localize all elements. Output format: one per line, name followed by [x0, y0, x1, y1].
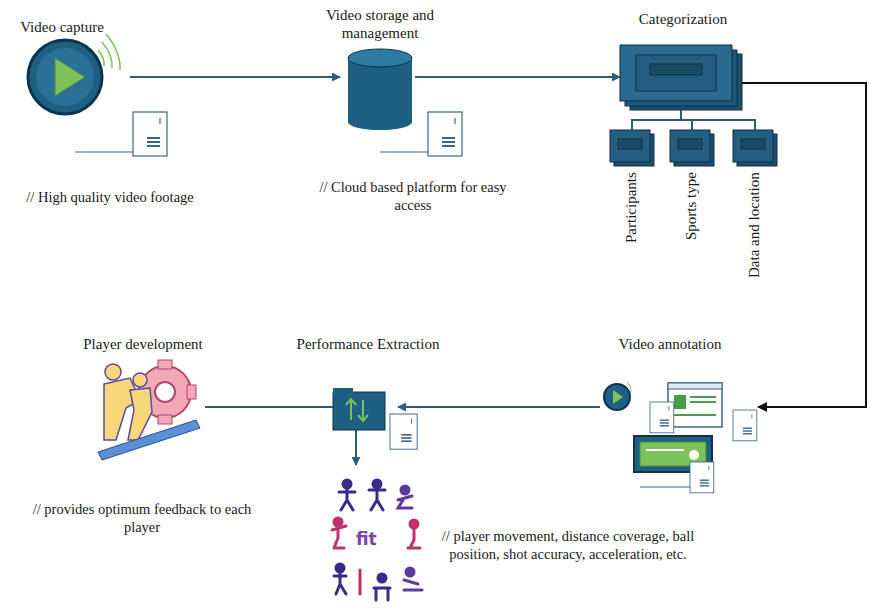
- flow-arrow: [415, 76, 620, 78]
- stage-note: // provides optimum feedback to each pla…: [22, 500, 262, 536]
- stage-title: Performance Extraction: [268, 335, 468, 353]
- flow-arrow: [398, 406, 600, 408]
- flow-arrow: [205, 406, 333, 408]
- development-stage: Player development// provides optimum fe…: [95, 358, 205, 462]
- stage-note: // High quality video footage: [25, 188, 195, 206]
- storage-stage: Video storage and management// Cloud bas…: [340, 48, 415, 130]
- category-box: Data and location: [733, 130, 777, 166]
- category-label: Participants: [622, 172, 640, 243]
- flow-arrow: [681, 110, 755, 130]
- flow-arrow: [355, 430, 357, 465]
- fitness-icons: [332, 480, 422, 600]
- stage-title: Video capture: [0, 18, 127, 36]
- annotation-stage: Video annotation: [600, 380, 758, 492]
- categorization-stage: Categorization: [620, 45, 742, 110]
- extraction-stage: Performance Extraction: [333, 388, 398, 430]
- stage-title: Categorization: [603, 10, 763, 28]
- category-label: Data and location: [745, 172, 763, 278]
- metrics-stage: // player movement, distance coverage, b…: [330, 465, 425, 605]
- category-box: Participants: [610, 130, 654, 166]
- capture-stage: Video capture// High quality video foota…: [25, 38, 130, 118]
- stage-note: // Cloud based platform for easy access: [313, 178, 513, 214]
- flow-arrow: [632, 110, 681, 130]
- stage-title: Video storage and management: [300, 6, 460, 42]
- stage-note: // player movement, distance coverage, b…: [428, 527, 708, 563]
- flow-arrow: [130, 76, 340, 78]
- teamwork-icon: [98, 360, 200, 460]
- category-label: Sports type: [682, 172, 700, 240]
- category-box: Sports type: [670, 130, 714, 166]
- play-icon: [28, 40, 102, 114]
- stage-title: Video annotation: [585, 335, 755, 353]
- document-icon: [133, 112, 167, 156]
- flow-arrow: [742, 83, 866, 407]
- logo-text: fit: [356, 529, 377, 549]
- stage-title: Player development: [53, 335, 233, 353]
